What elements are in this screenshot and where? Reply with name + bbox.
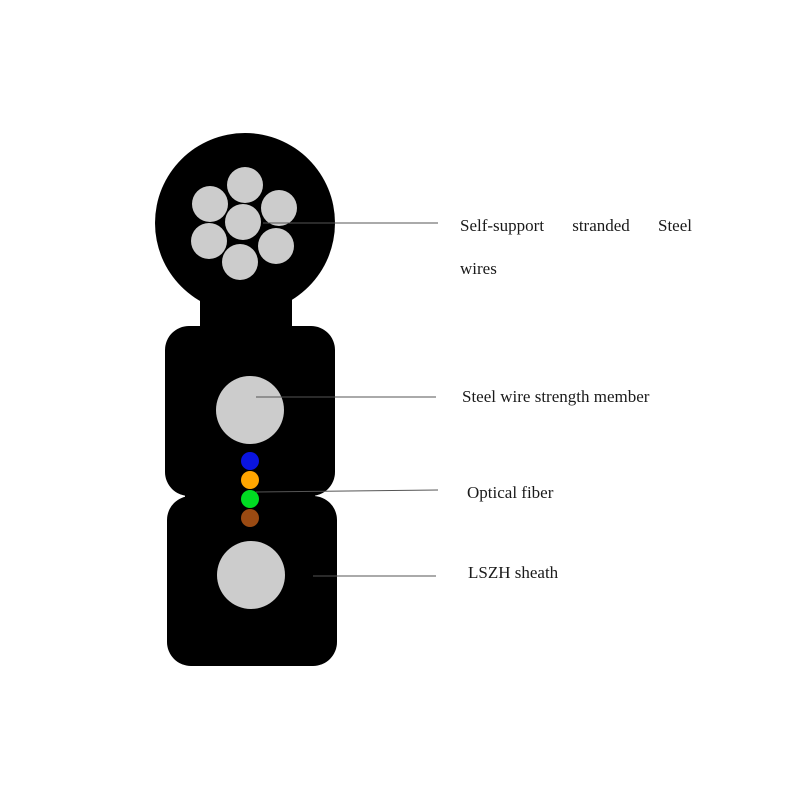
- steel-wire-lower-right: [258, 228, 294, 264]
- steel-wire-upper-right: [261, 190, 297, 226]
- leader-line-optical-fiber: [255, 489, 439, 493]
- optical-fiber-green: [241, 490, 259, 508]
- steel-wire-center: [225, 204, 261, 240]
- optical-fiber-orange: [241, 471, 259, 489]
- steel-wire-upper-left: [192, 186, 228, 222]
- label-steel-wires-line2: wires: [460, 259, 497, 278]
- steel-wire-bottom: [222, 244, 258, 280]
- label-word-self-support: Self-support: [460, 216, 545, 235]
- label-steel-wire-strength-member: Steel wire strength member: [462, 387, 650, 406]
- leader-lines: [255, 222, 439, 577]
- optical-fiber-brown: [241, 509, 259, 527]
- stranded-steel-wires: [191, 167, 297, 280]
- label-optical-fiber: Optical fiber: [467, 483, 554, 502]
- label-lszh-sheath: LSZH sheath: [468, 563, 559, 582]
- steel-wire-lower-left: [191, 223, 227, 259]
- lower-strength-member: [217, 541, 285, 609]
- label-self-support-stranded-steel-wires: Self-support stranded Steel: [460, 217, 692, 234]
- optical-fibers: [241, 452, 259, 527]
- optical-fiber-blue: [241, 452, 259, 470]
- upper-strength-member: [216, 376, 284, 444]
- label-word-stranded: stranded: [572, 216, 630, 235]
- label-word-steel: Steel: [657, 216, 692, 235]
- steel-wire-top: [227, 167, 263, 203]
